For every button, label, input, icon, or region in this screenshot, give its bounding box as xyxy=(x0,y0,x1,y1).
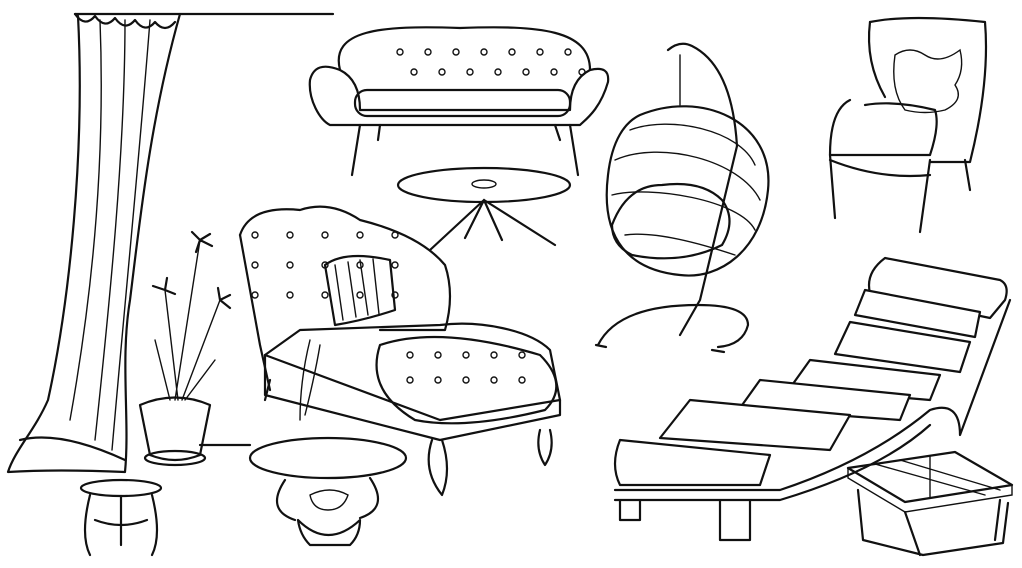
tuft-button xyxy=(321,291,329,299)
tuft-button xyxy=(286,291,294,299)
tuft-button xyxy=(286,231,294,239)
tuft-button xyxy=(251,261,259,269)
tufted-chaise-lounge xyxy=(238,205,562,497)
tuft-button xyxy=(466,68,474,76)
tuft-button xyxy=(462,376,470,384)
tuft-button xyxy=(490,376,498,384)
tuft-button xyxy=(452,48,460,56)
tuft-button xyxy=(406,351,414,359)
tuft-button xyxy=(286,261,294,269)
tuft-button xyxy=(424,48,432,56)
tuft-button xyxy=(391,261,399,269)
tuft-button xyxy=(578,68,586,76)
sofa xyxy=(308,26,610,177)
tuft-button xyxy=(480,48,488,56)
tuft-button xyxy=(391,291,399,299)
tuft-button xyxy=(356,231,364,239)
tuft-button xyxy=(410,68,418,76)
armchair xyxy=(828,16,988,234)
tuft-button xyxy=(251,231,259,239)
tuft-button xyxy=(251,291,259,299)
lounge-chair xyxy=(613,256,1012,542)
side-table xyxy=(79,478,163,557)
tuft-button xyxy=(321,231,329,239)
hanging-egg-chair xyxy=(594,42,770,354)
tuft-button xyxy=(434,376,442,384)
tuft-button xyxy=(490,351,498,359)
tuft-button xyxy=(406,376,414,384)
tuft-button xyxy=(356,291,364,299)
tuft-button xyxy=(508,48,516,56)
tuft-button xyxy=(564,48,572,56)
tuft-button xyxy=(462,351,470,359)
square-side-table xyxy=(846,450,1014,557)
tuft-button xyxy=(494,68,502,76)
tuft-button xyxy=(438,68,446,76)
tuft-button xyxy=(522,68,530,76)
glass-top-table xyxy=(248,436,408,547)
tuft-button xyxy=(550,68,558,76)
tuft-button xyxy=(396,48,404,56)
coffee-table xyxy=(396,166,572,252)
tuft-button xyxy=(518,351,526,359)
tuft-button xyxy=(391,231,399,239)
curtain xyxy=(6,12,335,474)
tuft-button xyxy=(518,376,526,384)
tuft-button xyxy=(536,48,544,56)
tuft-button xyxy=(434,351,442,359)
potted-plant xyxy=(138,230,232,467)
